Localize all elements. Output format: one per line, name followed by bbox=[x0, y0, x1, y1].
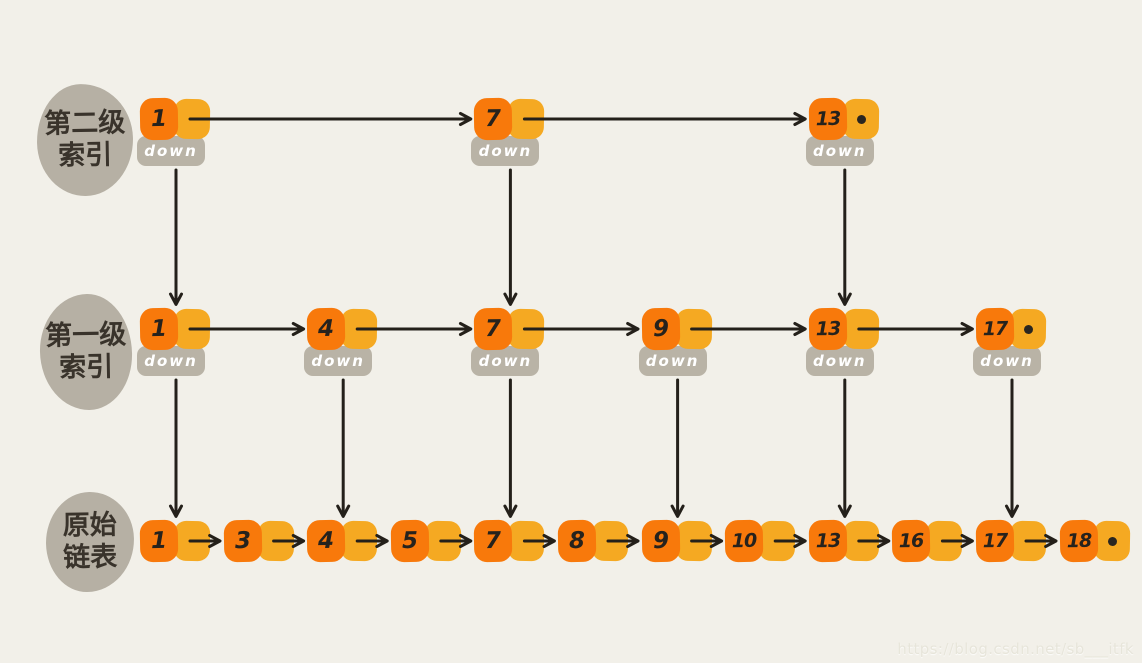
down-pointer: down bbox=[137, 136, 205, 166]
node-original-linked-list-18: 18 bbox=[1059, 519, 1130, 563]
null-pointer-dot bbox=[1107, 536, 1117, 546]
label-line: 索引 bbox=[58, 139, 113, 172]
node-original-linked-list-1: 1 bbox=[139, 519, 211, 563]
node-pointer bbox=[508, 308, 545, 350]
node-pointer bbox=[842, 308, 880, 350]
down-pointer: down bbox=[304, 346, 373, 376]
node-value: 4 bbox=[306, 519, 346, 563]
node-pointer bbox=[758, 520, 796, 562]
label-line: 第二级 bbox=[43, 107, 126, 140]
node-original-linked-list-8: 8 bbox=[557, 519, 629, 563]
node-pointer bbox=[675, 308, 712, 350]
label-line: 索引 bbox=[59, 351, 114, 384]
label-original-linked-list: 原始 链表 bbox=[45, 491, 135, 593]
node-first-level-index-9: 9 bbox=[641, 307, 712, 351]
node-value: 8 bbox=[557, 519, 597, 563]
node-original-linked-list-17: 17 bbox=[975, 519, 1047, 563]
node-original-linked-list-3: 3 bbox=[223, 519, 294, 563]
node-pointer bbox=[508, 98, 545, 140]
node-pointer bbox=[257, 520, 294, 562]
node-pointer bbox=[591, 520, 629, 562]
node-value: 13 bbox=[808, 97, 848, 141]
node-pointer bbox=[508, 520, 545, 562]
node-value: 10 bbox=[724, 519, 764, 563]
null-pointer-dot bbox=[1023, 324, 1033, 334]
node-value: 9 bbox=[641, 307, 680, 351]
node-pointer bbox=[842, 98, 880, 140]
node-value: 1 bbox=[139, 97, 179, 141]
down-pointer: down bbox=[638, 346, 707, 376]
node-value: 13 bbox=[808, 307, 848, 351]
label-line: 原始 bbox=[62, 509, 117, 542]
label-second-level-index: 第二级 索引 bbox=[36, 83, 134, 197]
node-value: 7 bbox=[474, 307, 513, 351]
node-second-level-index-1: 1 bbox=[139, 97, 211, 141]
node-original-linked-list-10: 10 bbox=[724, 519, 796, 563]
node-pointer bbox=[1009, 520, 1047, 562]
node-value: 17 bbox=[975, 519, 1015, 563]
node-pointer bbox=[675, 520, 712, 562]
label-line: 链表 bbox=[63, 541, 118, 574]
node-first-level-index-4: 4 bbox=[306, 307, 378, 351]
node-first-level-index-17: 17 bbox=[975, 307, 1047, 351]
node-original-linked-list-16: 16 bbox=[892, 519, 963, 563]
down-pointer: down bbox=[973, 346, 1041, 376]
node-first-level-index-7: 7 bbox=[474, 307, 545, 351]
node-pointer bbox=[340, 308, 378, 350]
node-pointer bbox=[842, 520, 880, 562]
node-pointer bbox=[926, 520, 963, 562]
label-line: 第一级 bbox=[44, 319, 127, 352]
node-first-level-index-1: 1 bbox=[139, 307, 211, 351]
node-original-linked-list-5: 5 bbox=[390, 519, 462, 563]
node-value: 3 bbox=[223, 519, 262, 563]
down-pointer: down bbox=[471, 136, 540, 166]
null-pointer-dot bbox=[856, 114, 866, 124]
node-pointer bbox=[1009, 308, 1047, 350]
node-pointer bbox=[173, 520, 211, 562]
node-pointer bbox=[173, 308, 211, 350]
node-value: 1 bbox=[139, 307, 179, 351]
node-value: 17 bbox=[975, 307, 1015, 351]
node-value: 5 bbox=[390, 519, 430, 563]
node-value: 1 bbox=[139, 519, 179, 563]
node-value: 13 bbox=[808, 519, 848, 563]
node-first-level-index-13: 13 bbox=[808, 307, 880, 351]
down-pointer: down bbox=[805, 346, 874, 376]
watermark: https://blog.csdn.net/sb___itfk bbox=[897, 640, 1134, 658]
label-first-level-index: 第一级 索引 bbox=[38, 293, 134, 411]
down-pointer: down bbox=[137, 346, 205, 376]
node-value: 7 bbox=[474, 97, 513, 141]
down-pointer: down bbox=[471, 346, 540, 376]
node-original-linked-list-4: 4 bbox=[306, 519, 378, 563]
node-pointer bbox=[424, 520, 462, 562]
node-original-linked-list-9: 9 bbox=[641, 519, 712, 563]
node-value: 7 bbox=[474, 519, 513, 563]
node-second-level-index-7: 7 bbox=[474, 97, 545, 141]
node-pointer bbox=[173, 98, 211, 140]
node-value: 16 bbox=[892, 519, 931, 563]
node-original-linked-list-7: 7 bbox=[474, 519, 545, 563]
node-original-linked-list-13: 13 bbox=[808, 519, 880, 563]
node-pointer bbox=[1093, 520, 1130, 562]
node-value: 18 bbox=[1059, 519, 1098, 563]
down-pointer: down bbox=[805, 136, 874, 166]
node-value: 9 bbox=[641, 519, 680, 563]
node-value: 4 bbox=[306, 307, 346, 351]
node-second-level-index-13: 13 bbox=[808, 97, 880, 141]
node-pointer bbox=[340, 520, 378, 562]
